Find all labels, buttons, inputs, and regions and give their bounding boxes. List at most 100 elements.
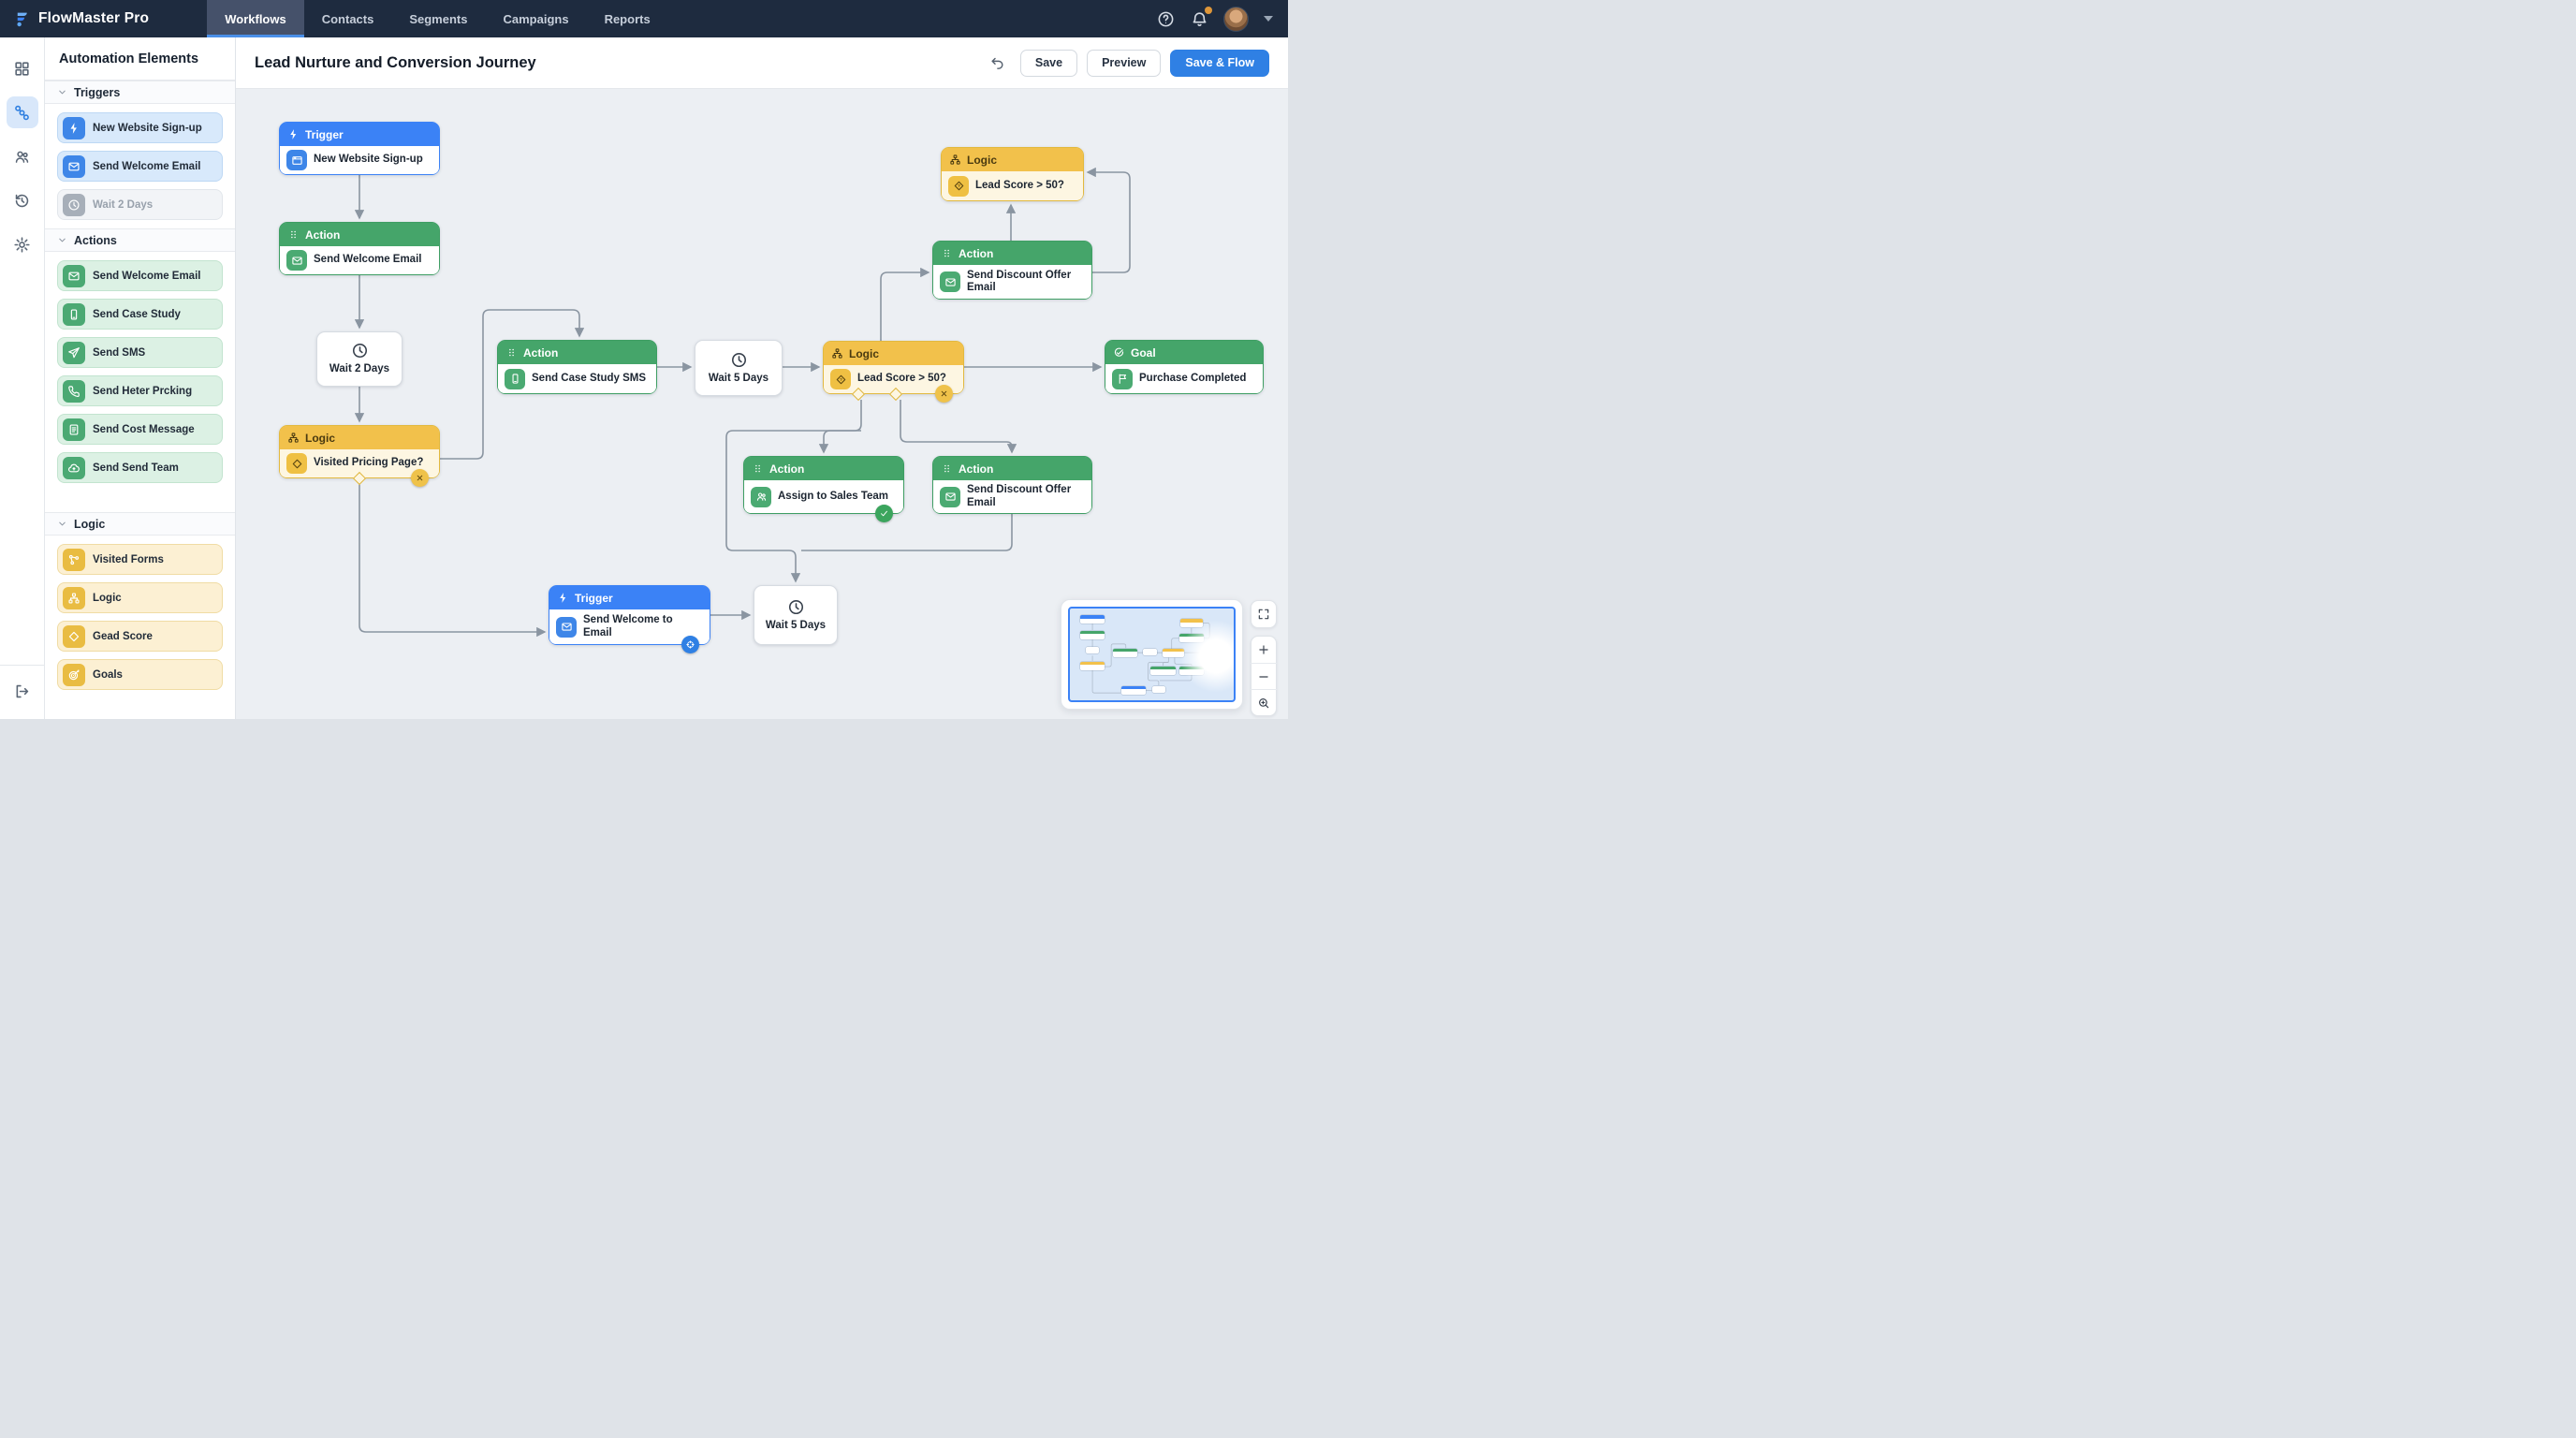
flow-node-action-case-study-sms[interactable]: Action Send Case Study SMS — [497, 340, 657, 394]
element-item-send-send-team[interactable]: Send Send Team — [57, 452, 223, 483]
workflow-canvas[interactable]: Trigger New Website Sign-up Action Send … — [236, 89, 1288, 719]
zoom-out-button[interactable] — [1251, 663, 1277, 689]
element-icon-box — [63, 154, 85, 178]
diamond-q-icon: ? — [954, 181, 963, 191]
element-item-send-cost-message[interactable]: Send Cost Message — [57, 414, 223, 445]
rail-item-grid[interactable] — [7, 52, 38, 84]
element-item-send-sms[interactable]: Send SMS — [57, 337, 223, 368]
node-type-label: Logic — [305, 431, 335, 445]
flow-node-logic-lead-score-top[interactable]: Logic ? Lead Score > 50? — [941, 147, 1084, 201]
tab-reports[interactable]: Reports — [604, 11, 651, 26]
node-type-label: Goal — [1131, 345, 1156, 360]
element-label: Goals — [93, 668, 123, 681]
logout-button[interactable] — [7, 675, 38, 707]
element-item-send-welcome-email[interactable]: Send Welcome Email — [57, 260, 223, 291]
minimap[interactable] — [1061, 599, 1243, 710]
target-badge[interactable] — [681, 636, 699, 653]
lightning-icon — [70, 122, 77, 134]
undo-icon — [991, 57, 1003, 69]
section-header-triggers[interactable]: Triggers — [45, 81, 235, 104]
section-label: Triggers — [74, 85, 121, 99]
hierarchy-icon — [950, 154, 960, 165]
rail-item-gear[interactable] — [7, 228, 38, 260]
flow-edge-9 — [1086, 167, 1131, 273]
flow-node-action-discount-bottom[interactable]: Action Send Discount Offer Email — [932, 456, 1092, 514]
node-label: Purchase Completed — [1139, 372, 1247, 384]
section-items: Send Welcome Email Send Case Study Send … — [45, 252, 235, 492]
element-item-send-heter-prcking[interactable]: Send Heter Prcking — [57, 375, 223, 406]
tab-campaigns[interactable]: Campaigns — [503, 11, 569, 26]
save-button[interactable]: Save — [1019, 49, 1078, 77]
minimap-viewport — [1068, 607, 1236, 702]
panel-title: Automation Elements — [45, 37, 235, 81]
element-item-logic[interactable]: Logic — [57, 582, 223, 613]
x-badge[interactable] — [935, 385, 953, 403]
rail-item-flow[interactable] — [6, 96, 38, 128]
flow-node-goal-purchase[interactable]: Goal Purchase Completed — [1105, 340, 1264, 394]
preview-button[interactable]: Preview — [1087, 49, 1162, 77]
lightning-icon — [290, 129, 297, 139]
flow-node-action-send-welcome[interactable]: Action Send Welcome Email — [279, 222, 440, 275]
diamond-icon — [292, 459, 301, 468]
minus-icon — [1259, 675, 1268, 678]
node-icon-box — [940, 486, 960, 507]
flow-node-action-discount-top[interactable]: Action Send Discount Offer Email — [932, 241, 1092, 300]
node-icon-box: ? — [830, 369, 851, 389]
node-body: ? Lead Score > 50? — [942, 171, 1083, 200]
flow-node-trigger-new-signup[interactable]: Trigger New Website Sign-up — [279, 122, 440, 175]
check-badge[interactable] — [875, 505, 893, 522]
node-type-header: Logic — [824, 342, 963, 365]
flow-node-action-assign-sales[interactable]: Action Assign to Sales Team — [743, 456, 904, 522]
help-icon[interactable] — [1156, 9, 1175, 28]
flow-node-wait-5-days-b[interactable]: Wait 5 Days — [754, 585, 838, 645]
element-item-new-website-sign-up[interactable]: New Website Sign-up — [57, 112, 223, 143]
minimap-node — [1150, 666, 1176, 675]
flow-node-wait-2-days[interactable]: Wait 2 Days — [316, 331, 402, 387]
zoom-lens-button[interactable] — [1251, 689, 1277, 715]
element-icon-box — [63, 456, 85, 479]
element-item-goals[interactable]: Goals — [57, 659, 223, 690]
node-body: New Website Sign-up — [280, 146, 439, 174]
node-type-header: Trigger — [280, 123, 439, 146]
hierarchy-icon — [68, 592, 80, 604]
zoom-controls — [1251, 636, 1277, 716]
notifications-bell-icon[interactable] — [1190, 7, 1212, 28]
element-item-wait-2-days[interactable]: Wait 2 Days — [57, 189, 223, 220]
browser-icon — [291, 155, 302, 165]
section-header-actions[interactable]: Actions — [45, 228, 235, 252]
flow-node-wait-5-days-a[interactable]: Wait 5 Days — [695, 340, 783, 396]
section-items: Visited Forms Logic Gead Score Goals — [45, 536, 235, 698]
chevron-down-icon[interactable] — [1264, 16, 1273, 22]
app-root: FlowMaster Pro Workflows Contacts Segments… — [0, 0, 1288, 719]
minimap-node — [1079, 630, 1105, 639]
tab-workflows[interactable]: Workflows — [207, 0, 304, 37]
element-item-visited-forms[interactable]: Visited Forms — [57, 544, 223, 575]
x-badge[interactable] — [411, 469, 429, 487]
element-item-send-welcome-email[interactable]: Send Welcome Email — [57, 151, 223, 182]
element-icon-box — [63, 548, 85, 571]
flow-node-logic-lead-score-center[interactable]: Logic ? Lead Score > 50? — [823, 341, 964, 403]
save-flow-button[interactable]: Save & Flow — [1170, 49, 1269, 77]
minimap-node — [1086, 647, 1100, 654]
flow-edge-7 — [880, 267, 930, 341]
tab-contacts[interactable]: Contacts — [321, 11, 374, 26]
node-label: Send Discount Offer Email — [967, 269, 1072, 293]
x-icon — [941, 390, 947, 397]
flow-edge-11 — [725, 430, 861, 583]
element-item-send-case-study[interactable]: Send Case Study — [57, 299, 223, 330]
zoom-in-button[interactable] — [1251, 637, 1277, 663]
rail-item-history[interactable] — [7, 184, 38, 216]
tab-segments[interactable]: Segments — [409, 11, 468, 26]
flow-node-logic-visited-pricing[interactable]: Logic Visited Pricing Page? — [279, 425, 440, 487]
rail-item-users[interactable] — [7, 140, 38, 172]
brand[interactable]: FlowMaster Pro — [0, 0, 166, 37]
help-icon — [1158, 11, 1173, 26]
flow-node-trigger-send-welcome[interactable]: Trigger Send Welcome to Email — [549, 585, 710, 653]
section-header-logic[interactable]: Logic — [45, 512, 235, 536]
fullscreen-button[interactable] — [1251, 601, 1277, 627]
node-type-label: Action — [959, 246, 994, 260]
avatar[interactable] — [1223, 6, 1249, 32]
document-icon — [69, 423, 79, 435]
element-item-gead-score[interactable]: Gead Score — [57, 621, 223, 652]
undo-button[interactable] — [985, 50, 1011, 76]
